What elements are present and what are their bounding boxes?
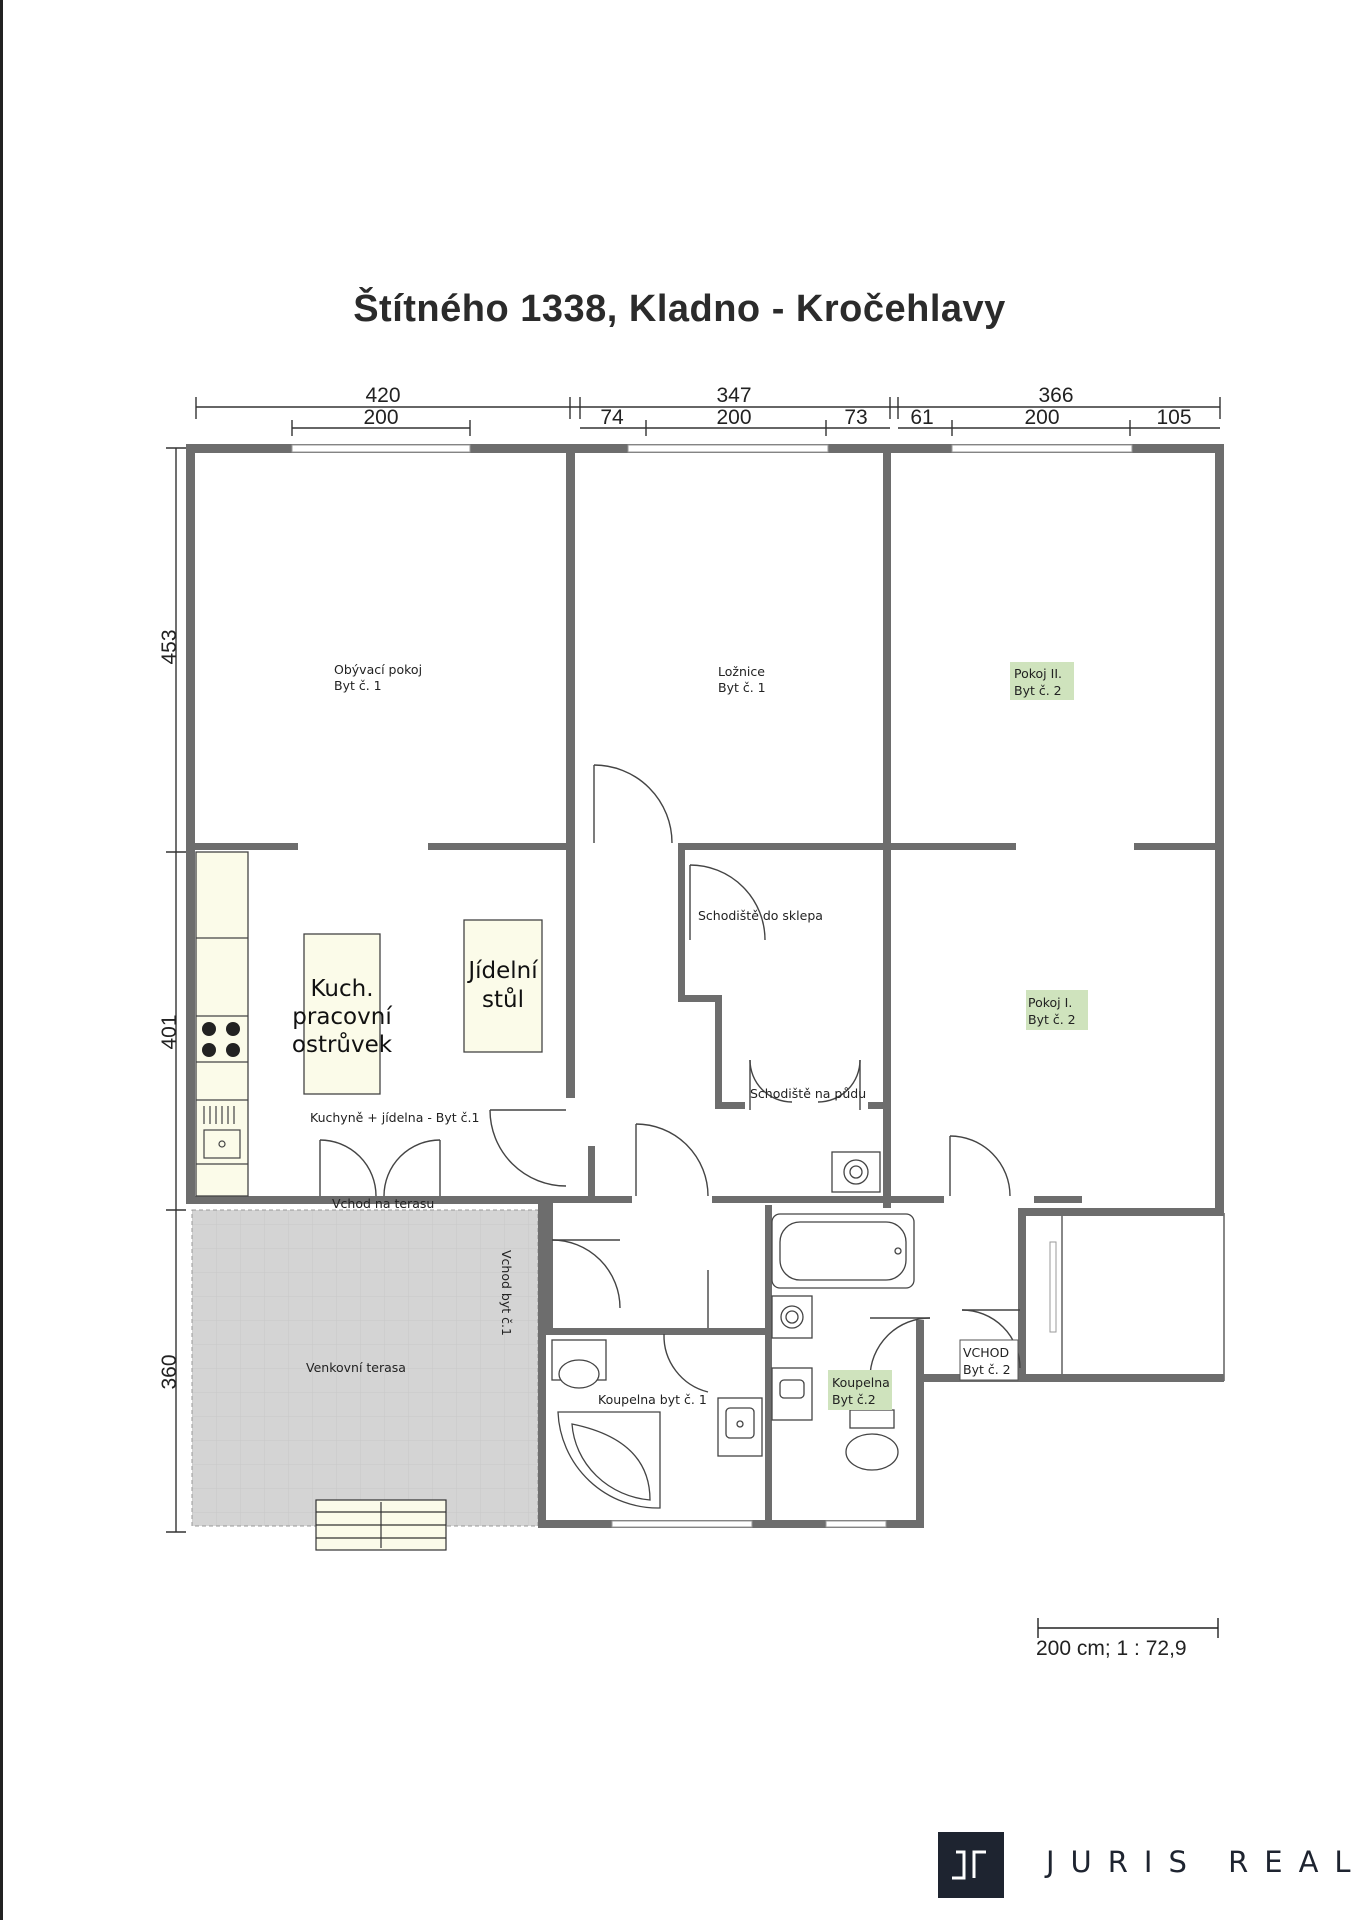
dim-top-2-c: 73 — [844, 406, 867, 429]
dining-label-1: Jídelní — [466, 958, 538, 984]
bath2-highlight — [828, 1370, 892, 1410]
dimension-lines — [166, 397, 1221, 1533]
stairs-cellar-label: Schodiště do sklepa — [698, 908, 823, 923]
entry2-label-box — [959, 1339, 1019, 1381]
dim-top-3-c: 105 — [1156, 406, 1191, 429]
balcony-area — [1061, 1213, 1225, 1381]
scale-label: 200 cm; 1 : 72,9 — [1036, 1637, 1187, 1660]
living-room-label: Obývací pokoj — [334, 662, 422, 677]
door-swings — [319, 764, 1021, 1393]
room1-label: Pokoj I. — [1028, 995, 1072, 1010]
island-label-1: Kuch. — [310, 976, 373, 1002]
island-label-3: ostrůvek — [292, 1031, 393, 1058]
brand-name: JURIS REAL — [1046, 1845, 1359, 1879]
terrace-label: Venkovní terasa — [306, 1360, 406, 1375]
plan-title: Štítného 1338, Kladno - Kročehlavy — [353, 288, 1006, 330]
dim-top-2-total: 347 — [716, 384, 751, 407]
dim-left-3: 360 — [158, 1354, 181, 1389]
room2-unit: Byt č. 2 — [1014, 683, 1062, 698]
dim-top-1-inner: 200 — [363, 406, 398, 429]
entry2-label: VCHOD — [963, 1345, 1009, 1360]
bath1-label: Koupelna byt č. 1 — [598, 1392, 707, 1407]
terrace-steps — [315, 1499, 447, 1551]
bathroom-fixtures — [551, 1151, 915, 1509]
room1-unit: Byt č. 2 — [1028, 1012, 1076, 1027]
page-edge-line — [0, 0, 3, 1920]
dining-label-2: stůl — [482, 986, 524, 1013]
dim-top-1-total: 420 — [365, 384, 400, 407]
bath2-label: Koupelna — [832, 1375, 890, 1390]
dim-top-3-total: 366 — [1038, 384, 1073, 407]
bedroom-unit: Byt č. 1 — [718, 680, 766, 695]
room1-highlight — [1026, 990, 1088, 1030]
terrace-entry-label: Vchod na terasu — [332, 1196, 434, 1211]
scale-bar — [1037, 1618, 1219, 1638]
kitchen-island — [303, 933, 381, 1095]
dim-left-2: 401 — [158, 1014, 181, 1049]
entry2-unit: Byt č. 2 — [963, 1362, 1011, 1377]
dim-top-3-a: 61 — [910, 406, 933, 429]
windows — [291, 444, 1133, 1528]
dining-table — [463, 919, 543, 1053]
dim-top-3-b: 200 — [1024, 406, 1059, 429]
juris-real-logo — [938, 1832, 1004, 1898]
logo-mark-icon — [952, 1850, 986, 1880]
stairs-attic-label: Schodiště na půdu — [750, 1086, 866, 1101]
terrace-area — [191, 1209, 539, 1527]
stove-icon — [202, 1022, 240, 1057]
room2-label: Pokoj II. — [1014, 666, 1062, 681]
dim-left-1: 453 — [158, 629, 181, 664]
kitchen-label: Kuchyně + jídelna - Byt č.1 — [310, 1110, 479, 1125]
living-room-unit: Byt č. 1 — [334, 678, 382, 693]
bath2-unit: Byt č.2 — [832, 1392, 876, 1407]
island-label-2: pracovní — [292, 1004, 392, 1030]
bedroom-label: Ložnice — [718, 664, 765, 679]
dim-top-2-b: 200 — [716, 406, 751, 429]
room2-highlight — [1010, 662, 1074, 700]
kitchen-sink-icon — [203, 1106, 241, 1159]
entry1-label: Vchod byt č.1 — [499, 1250, 514, 1336]
dim-top-2-a: 74 — [600, 406, 624, 429]
